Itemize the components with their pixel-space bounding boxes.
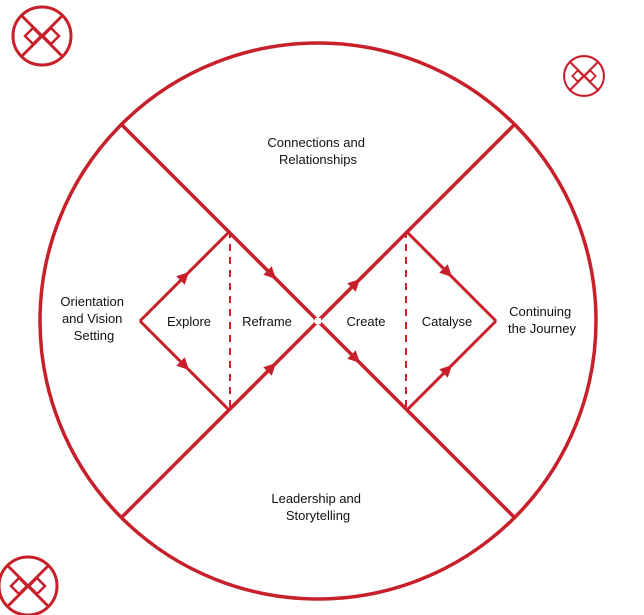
section-label-line: Relationships: [279, 152, 358, 167]
phase-label-catalyse: Catalyse: [422, 314, 473, 329]
framework-logo-icon: [563, 55, 605, 97]
outer-circle: [38, 41, 598, 601]
arrow-icon: [263, 363, 276, 376]
framework-logo-icon: [0, 555, 59, 615]
section-label-line: Storytelling: [286, 508, 350, 523]
arrow-icon: [347, 350, 360, 363]
centre-gap: [315, 318, 321, 324]
section-label-bottom: Leadership and Storytelling: [271, 491, 364, 523]
framework-logo-icon: [11, 5, 73, 67]
phase-label-reframe: Reframe: [242, 314, 292, 329]
arrow-icon: [439, 264, 452, 277]
section-label-top: Connections and Relationships: [267, 135, 368, 167]
arrow-icon: [439, 365, 452, 378]
section-label-right: Continuing the Journey: [508, 304, 576, 336]
section-label-line: Setting: [74, 328, 114, 343]
section-label-line: Leadership and: [271, 491, 361, 506]
arrow-icon: [263, 266, 276, 279]
section-label-line: Orientation: [60, 294, 124, 309]
section-label-line: and Vision: [62, 311, 122, 326]
section-label-line: the Journey: [508, 321, 576, 336]
phase-label-explore: Explore: [167, 314, 211, 329]
section-label-line: Continuing: [509, 304, 571, 319]
arrow-icon: [347, 279, 360, 292]
section-label-left: Orientation and Vision Setting: [60, 294, 127, 343]
section-label-line: Connections and: [267, 135, 365, 150]
phase-label-create: Create: [346, 314, 385, 329]
